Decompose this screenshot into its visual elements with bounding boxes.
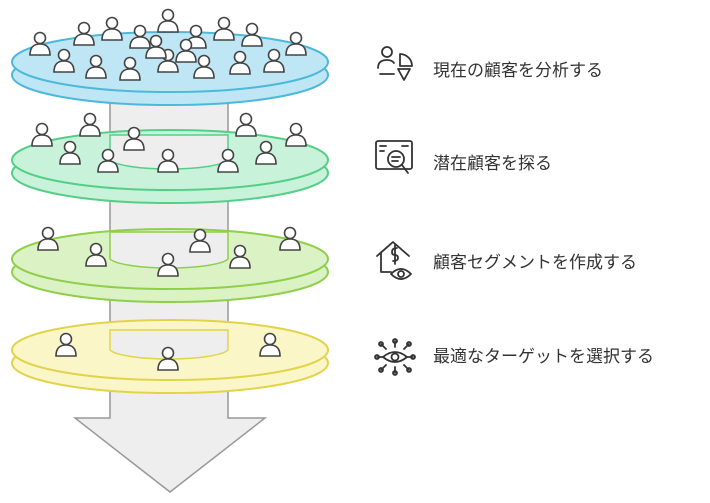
step-label-explore: 潜在顧客を探る — [433, 154, 552, 174]
person-icon — [285, 31, 307, 56]
person-icon — [189, 228, 211, 253]
person-icon — [85, 242, 107, 267]
network-eye-icon — [374, 338, 416, 376]
person-icon — [79, 112, 101, 137]
person-icon — [31, 122, 53, 147]
person-icon — [285, 122, 307, 147]
people-group-target — [55, 332, 281, 371]
person-icon — [157, 252, 179, 277]
person-icon — [129, 24, 151, 49]
person-icon — [55, 332, 77, 357]
people-group-prospects — [31, 112, 307, 173]
person-icon — [255, 140, 277, 165]
person-icon — [97, 148, 119, 173]
people-group-current — [29, 8, 307, 81]
person-icon — [37, 226, 59, 251]
person-icon — [235, 112, 257, 137]
person-icon — [53, 48, 75, 73]
person-icon — [213, 16, 235, 41]
customer-analysis-icon — [377, 46, 413, 81]
person-icon — [59, 140, 81, 165]
person-icon — [123, 126, 145, 151]
step-label-analyze: 現在の顧客を分析する — [433, 61, 603, 81]
person-icon — [101, 16, 123, 41]
person-icon — [157, 346, 179, 371]
person-icon — [229, 50, 251, 75]
person-icon — [229, 244, 251, 269]
house-dollar-eye-icon — [376, 241, 412, 280]
person-icon — [259, 332, 281, 357]
person-icon — [29, 31, 51, 56]
person-icon — [157, 148, 179, 173]
person-icon — [175, 38, 197, 63]
person-icon — [263, 48, 285, 73]
person-icon — [217, 148, 239, 173]
person-icon — [73, 21, 95, 46]
people-group-segment — [37, 226, 301, 277]
person-icon — [193, 54, 215, 79]
step-label-target: 最適なターゲットを選択する — [433, 347, 654, 367]
person-icon — [145, 34, 167, 59]
step-label-segment: 顧客セグメントを作成する — [433, 253, 637, 273]
person-icon — [119, 56, 141, 81]
person-icon — [85, 54, 107, 79]
person-icon — [279, 226, 301, 251]
person-icon — [157, 8, 179, 33]
search-document-icon — [375, 140, 413, 174]
person-icon — [241, 22, 263, 47]
